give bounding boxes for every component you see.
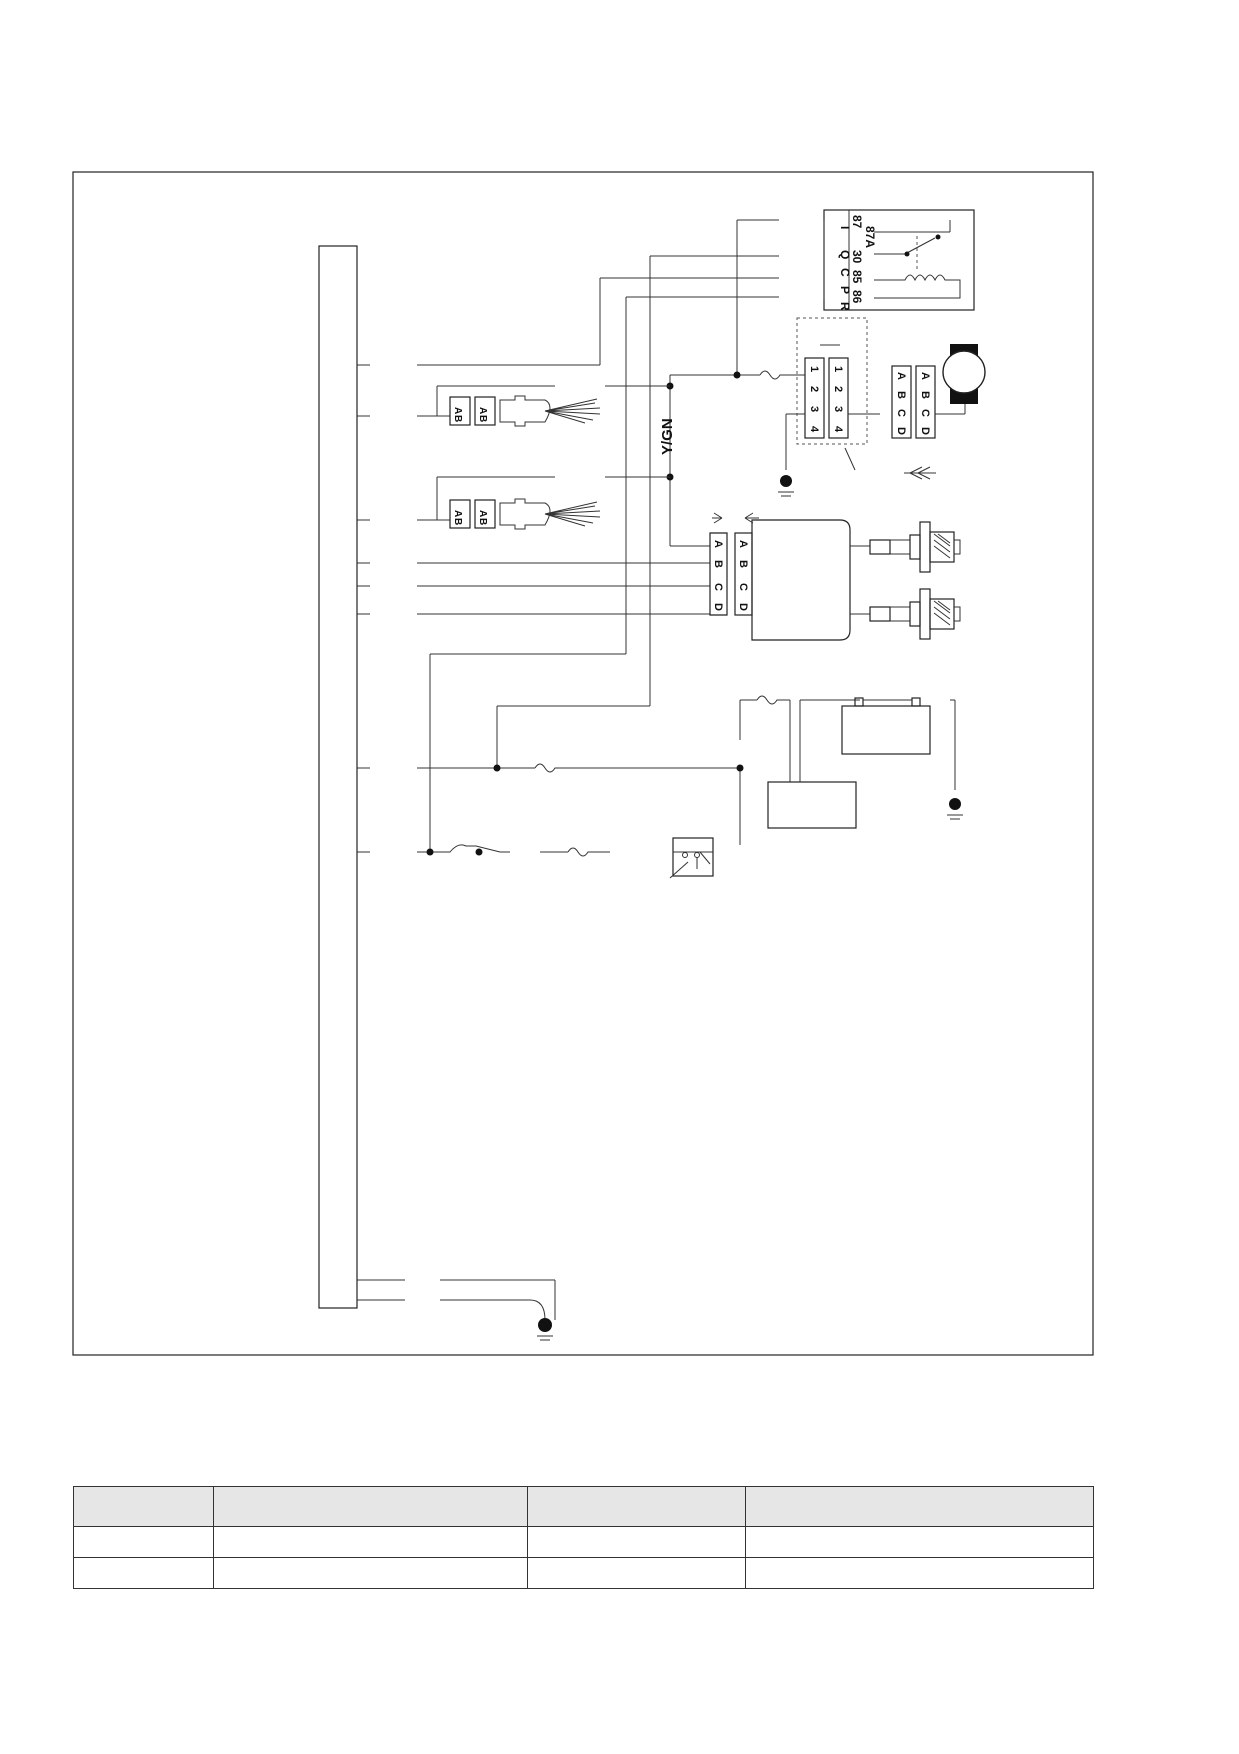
sensor-2-pin-a: A bbox=[452, 510, 463, 517]
parts-table bbox=[73, 1486, 1094, 1589]
motor-conn2-c: C bbox=[919, 409, 931, 417]
motor-conn1-a: A bbox=[895, 372, 907, 380]
lower-power-wiring bbox=[417, 653, 956, 857]
table-row bbox=[73, 1557, 1094, 1589]
coil-conn2-d: D bbox=[737, 603, 749, 611]
table-header-cell bbox=[745, 1486, 1094, 1527]
ecu-pin-stubs bbox=[357, 364, 405, 1301]
motor-conn2-a: A bbox=[919, 372, 931, 380]
sensor-1-pin-b: B bbox=[452, 415, 463, 422]
sensor-2: A B A B bbox=[417, 476, 601, 530]
relay-terminal-R: R bbox=[838, 302, 852, 311]
table-header-cell bbox=[213, 1486, 528, 1527]
relay-terminal-I: I bbox=[838, 226, 852, 229]
conn-left-2: 2 bbox=[808, 386, 820, 392]
relay-pin-87: 87 bbox=[850, 215, 864, 229]
table-row bbox=[73, 1526, 1094, 1558]
conn-right-1: 1 bbox=[832, 366, 844, 372]
coil-conn2-b: B bbox=[737, 560, 749, 568]
spark-plug-2 bbox=[869, 588, 961, 640]
relay-terminal-Q: Q bbox=[838, 250, 852, 259]
relay: I Q C P R 87 87A 30 85 86 bbox=[823, 209, 975, 311]
coil-conn1-c: C bbox=[712, 583, 724, 591]
motor-conn1-d: D bbox=[895, 427, 907, 435]
relay-pin-30: 30 bbox=[850, 250, 864, 264]
table-cell bbox=[745, 1526, 1094, 1558]
conn-left-3: 3 bbox=[808, 406, 820, 412]
coil-conn2-c: C bbox=[737, 583, 749, 591]
table-cell bbox=[73, 1557, 214, 1589]
motor-conn2-b: B bbox=[919, 391, 931, 399]
conn-right-2: 2 bbox=[832, 386, 844, 392]
power-bus-top: Y/GN bbox=[605, 370, 800, 547]
relay-feed-wires bbox=[599, 219, 779, 706]
table-cell bbox=[213, 1526, 528, 1558]
wire-label-ygn: Y/GN bbox=[659, 418, 676, 455]
conn-right-4: 4 bbox=[832, 426, 844, 433]
coil-conn1-a: A bbox=[712, 540, 724, 548]
sensor-2-pin-b-2: B bbox=[477, 518, 488, 525]
relay-pin-86: 86 bbox=[850, 290, 864, 304]
motor-conn1-c: C bbox=[895, 409, 907, 417]
ecu-ground bbox=[440, 1279, 556, 1341]
motor-conn1-b: B bbox=[895, 391, 907, 399]
table-cell bbox=[745, 1557, 1094, 1589]
sensor-1-pin-a: A bbox=[452, 407, 463, 414]
relay-pin-87a: 87A bbox=[863, 226, 877, 248]
junction-dots bbox=[426, 764, 744, 856]
sensor-1-pin-b-2: B bbox=[477, 415, 488, 422]
table-header-cell bbox=[73, 1486, 214, 1527]
table-cell bbox=[213, 1557, 528, 1589]
table-header-row bbox=[73, 1486, 1094, 1527]
conn-left-4: 4 bbox=[808, 426, 820, 433]
coil-conn1-d: D bbox=[712, 603, 724, 611]
battery bbox=[841, 697, 931, 755]
ground-symbol-1 bbox=[778, 475, 794, 497]
diagram-frame bbox=[72, 171, 1094, 1356]
spark-plug-1 bbox=[869, 521, 961, 573]
motor-conn2-d: D bbox=[919, 427, 931, 435]
coil-conn2-a: A bbox=[737, 540, 749, 548]
coil-conn1-b: B bbox=[712, 560, 724, 568]
relay-terminal-P: P bbox=[838, 286, 852, 294]
ground-symbol-2 bbox=[947, 798, 963, 820]
table-header-cell bbox=[527, 1486, 746, 1527]
motor: A B C D A B C D bbox=[891, 344, 986, 480]
sensor-2-pin-a-2: A bbox=[477, 510, 488, 517]
sensor-2-pin-b: B bbox=[452, 518, 463, 525]
sensor-1: A B A B bbox=[417, 385, 601, 427]
conn-left-1: 1 bbox=[808, 366, 820, 372]
table-cell bbox=[73, 1526, 214, 1558]
table-cell bbox=[527, 1557, 746, 1589]
ignition-coil-module: A B C D A B C D bbox=[417, 512, 870, 641]
regulator-box bbox=[767, 781, 857, 829]
relay-pin-85: 85 bbox=[850, 270, 864, 284]
relay-terminal-C: C bbox=[838, 268, 852, 277]
ignition-switch bbox=[669, 837, 714, 879]
numbered-connector: 1 2 3 4 1 2 3 4 bbox=[785, 317, 880, 471]
conn-right-3: 3 bbox=[832, 406, 844, 412]
sensor-1-pin-a-2: A bbox=[477, 407, 488, 414]
table-cell bbox=[527, 1526, 746, 1558]
ecu-module bbox=[318, 245, 358, 1309]
